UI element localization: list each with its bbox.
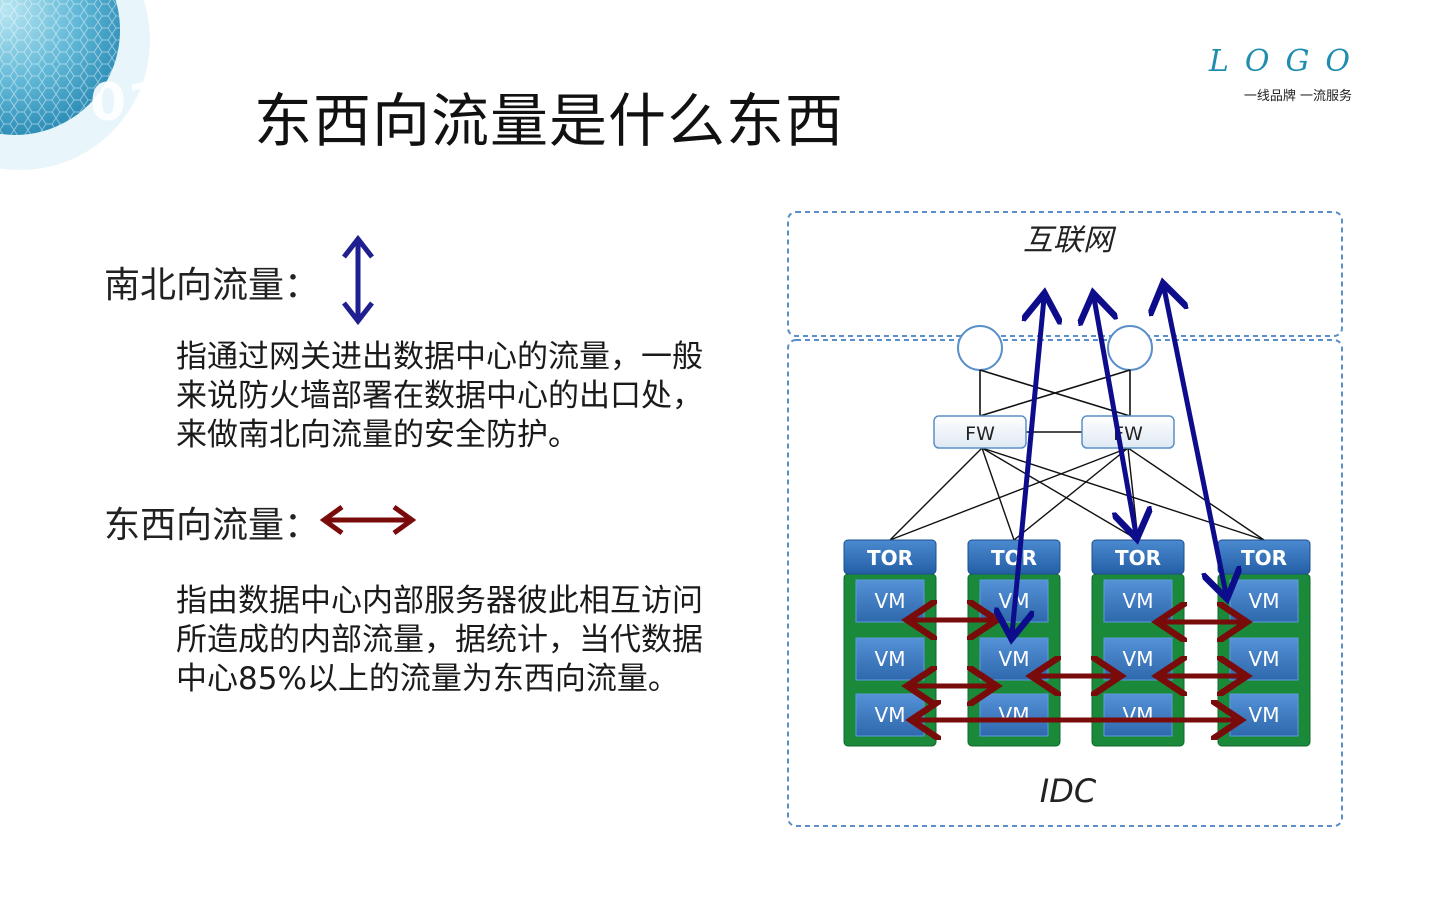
page-title: 东西向流量是什么东西 (254, 87, 845, 155)
section-number: 01 (90, 73, 160, 133)
vm-node: VM (979, 693, 1049, 737)
vm-node: VM (1103, 579, 1173, 623)
east-west-heading: 东西向流量： (104, 505, 321, 546)
north-south-arrow (1094, 298, 1136, 534)
tor-label: TOR (867, 546, 913, 570)
vm-label: VM (1123, 647, 1154, 671)
north-south-line-3: 来做南北向流量的安全防护。 (176, 417, 579, 453)
north-south-arrow (1164, 288, 1226, 594)
east-west-traffic (912, 620, 1242, 720)
rack-column: TOR VM VM VM (1091, 539, 1185, 747)
north-south-line-1: 指通过网关进出数据中心的流量，一般 (176, 339, 703, 375)
vm-node: VM (1229, 693, 1299, 737)
internet-zone (787, 211, 1343, 337)
tor-label: TOR (1241, 546, 1287, 570)
vm-label: VM (875, 589, 906, 613)
vm-label: VM (1123, 589, 1154, 613)
router-node (1107, 325, 1153, 371)
east-west-arrow-icon (319, 504, 417, 536)
east-west-line-2: 所造成的内部流量，据统计，当代数据 (176, 622, 703, 658)
north-south-arrow (1012, 298, 1044, 634)
logo-mark: LOGO (1208, 44, 1366, 79)
vm-label: VM (1123, 703, 1154, 727)
tor-switch: TOR (1091, 539, 1185, 575)
tor-label: TOR (991, 546, 1037, 570)
east-west-line-1: 指由数据中心内部服务器彼此相互访问 (176, 583, 703, 619)
north-south-arrow-icon (342, 234, 374, 326)
vm-label: VM (999, 647, 1030, 671)
firewall-node: FW (1081, 415, 1175, 449)
vm-node: VM (855, 579, 925, 623)
vm-label: VM (1249, 589, 1280, 613)
globe-decoration: 01 (0, 0, 160, 170)
logo: LOGO 一线品牌 一流服务 (1209, 44, 1352, 104)
vm-label: VM (1249, 703, 1280, 727)
vm-node: VM (855, 693, 925, 737)
east-west-description: 指由数据中心内部服务器彼此相互访问 所造成的内部流量，据统计，当代数据 中心85… (176, 582, 736, 699)
rack-column: TOR VM VM VM (1217, 539, 1311, 747)
vm-label: VM (1249, 647, 1280, 671)
internet-label: 互联网 (1023, 223, 1117, 258)
idc-label: IDC (1040, 772, 1097, 810)
north-south-description: 指通过网关进出数据中心的流量，一般 来说防火墙部署在数据中心的出口处， 来做南北… (176, 338, 736, 455)
firewall-label: FW (965, 423, 995, 445)
north-south-heading: 南北向流量： (104, 265, 321, 306)
vm-label: VM (999, 703, 1030, 727)
north-south-line-2: 来说防火墙部署在数据中心的出口处， (176, 378, 703, 414)
vm-node: VM (1103, 693, 1173, 737)
firewall-node: FW (933, 415, 1027, 449)
tor-label: TOR (1115, 546, 1161, 570)
vm-node: VM (1229, 579, 1299, 623)
tor-switch: TOR (1217, 539, 1311, 575)
east-west-line-3: 中心85%以上的流量为东西向流量。 (176, 661, 679, 697)
north-south-traffic (1012, 288, 1226, 634)
idc-zone (787, 339, 1343, 827)
vm-label: VM (875, 647, 906, 671)
tor-switch: TOR (843, 539, 937, 575)
tor-switch: TOR (967, 539, 1061, 575)
router-node (957, 325, 1003, 371)
network-diagram: 互联网 IDC FW FW TOR VM VM VM TOR VM VM VM TOR VM VM V… (787, 211, 1343, 827)
vm-label: VM (875, 703, 906, 727)
logo-slogan: 一线品牌 一流服务 (1243, 89, 1352, 104)
vm-node: VM (855, 637, 925, 681)
rack-column: TOR VM VM VM (843, 539, 937, 747)
